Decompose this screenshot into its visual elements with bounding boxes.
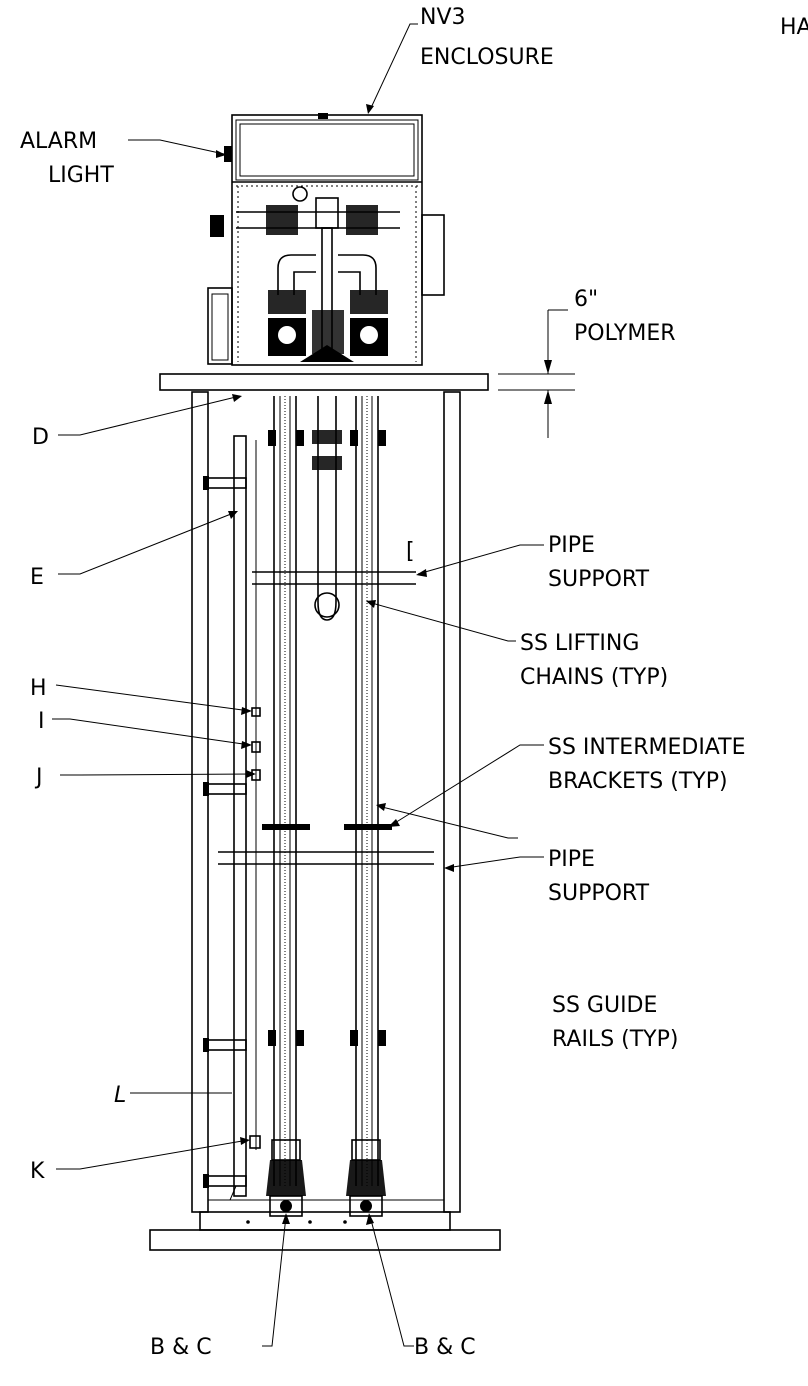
label-j: J — [34, 765, 43, 790]
alarm-light — [224, 146, 232, 162]
pump-right-bottom — [346, 1139, 386, 1217]
label-lifting-1: SS LIFTING — [520, 631, 639, 656]
label-lifting-2: CHAINS (TYP) — [520, 665, 668, 690]
basin-wall-left — [191, 391, 209, 1213]
label-pipe-support-2-2: SUPPORT — [548, 881, 650, 906]
label-bc-left: B & C — [150, 1335, 212, 1360]
pump-left-top — [268, 290, 306, 356]
basin-wall-right — [443, 391, 461, 1213]
label-i: I — [38, 709, 45, 734]
label-bc-right: B & C — [414, 1335, 476, 1360]
rail-clamps — [268, 430, 386, 1046]
polymer-lid — [159, 373, 489, 391]
label-h: H — [30, 676, 47, 701]
pump-right-top — [350, 290, 388, 356]
label-brackets-2: BRACKETS (TYP) — [548, 769, 728, 794]
label-thickness-material: POLYMER — [574, 321, 676, 346]
center-valve-stack — [300, 310, 354, 362]
discharge-piping — [236, 186, 400, 359]
discharge-drop-pipe — [312, 396, 342, 621]
leader-lines — [52, 23, 544, 1347]
label-e: E — [30, 565, 44, 590]
intermediate-brackets — [262, 824, 392, 830]
label-pipe-support-1-1: PIPE — [548, 533, 595, 558]
label-alarm-1: ALARM — [20, 129, 97, 154]
label-pipe-support-2-1: PIPE — [548, 847, 595, 872]
label-l: L — [114, 1083, 126, 1108]
pipe-support-upper — [252, 571, 416, 585]
label-enclosure-1: NV3 — [420, 5, 466, 30]
side-box-right — [421, 214, 445, 296]
label-brackets-1: SS INTERMEDIATE — [548, 735, 745, 760]
label-rails-1: SS GUIDE — [552, 993, 657, 1018]
pipe-support-lower — [218, 851, 434, 865]
guide-rails — [273, 396, 379, 1186]
nv3-enclosure — [231, 113, 423, 366]
label-k: K — [30, 1159, 45, 1184]
side-box-left — [207, 287, 233, 365]
bracket-mark: [ — [406, 539, 415, 564]
label-alarm-2: LIGHT — [48, 163, 114, 188]
label-d: D — [32, 425, 49, 450]
base-slab — [149, 1199, 501, 1251]
label-thickness-value: 6" — [574, 287, 598, 312]
thickness-dimension — [498, 309, 575, 438]
float-tree-pipe — [203, 435, 247, 1201]
float-switches — [249, 440, 261, 1150]
label-enclosure-2: ENCLOSURE — [420, 45, 554, 70]
label-corner-partial: HA — [780, 15, 808, 40]
small-fitting-left — [210, 215, 224, 237]
label-pipe-support-1-2: SUPPORT — [548, 567, 650, 592]
pump-left-bottom — [266, 1139, 306, 1217]
lifting-chains — [284, 396, 368, 1186]
label-rails-2: RAILS (TYP) — [552, 1027, 678, 1052]
